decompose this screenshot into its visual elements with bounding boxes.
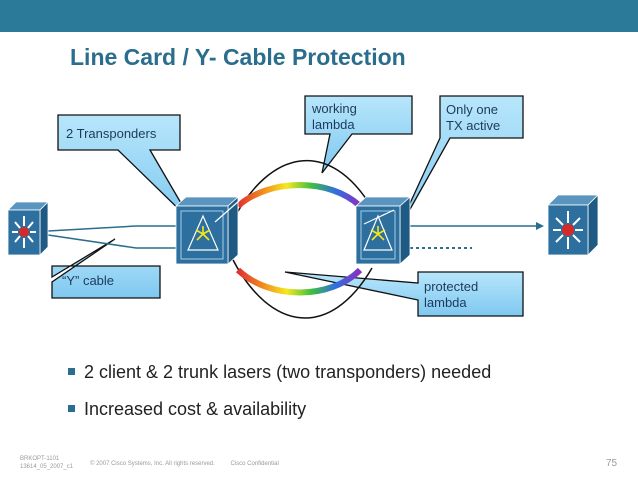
page-number: 75 bbox=[606, 458, 618, 469]
bullet-text: 2 client & 2 trunk lasers (two transpond… bbox=[84, 362, 492, 382]
left-transponder-icon bbox=[174, 196, 241, 265]
callout-y-cable-label: “Y” cable bbox=[62, 273, 115, 288]
bullet-square-icon bbox=[68, 404, 75, 412]
bullet-item: 2 client & 2 trunk lasers (two transpond… bbox=[68, 362, 491, 383]
callout-only-one-tx bbox=[394, 95, 524, 237]
client-links-right bbox=[404, 222, 544, 249]
only-one-tx-line-1: Only one bbox=[446, 102, 499, 117]
working-lambda-line-2: lambda bbox=[312, 117, 355, 132]
footer-confidential: Cisco Confidential bbox=[230, 461, 279, 467]
callout-transponders-label: 2 Transponders bbox=[66, 126, 157, 141]
lambda-arcs bbox=[231, 159, 373, 319]
callout-protected-lambda bbox=[284, 271, 524, 317]
working-lambda-line-1: working bbox=[312, 101, 357, 116]
callout-working-lambda-label: working lambda bbox=[312, 101, 357, 133]
callout-transponders bbox=[57, 114, 193, 223]
bullet-item: Increased cost & availability bbox=[68, 399, 306, 420]
only-one-tx-line-2: TX active bbox=[446, 118, 501, 133]
footer-copyright: © 2007 Cisco Systems, Inc. All rights re… bbox=[90, 461, 215, 467]
header-bar bbox=[0, 0, 638, 32]
footer-course-code: BRKOPT-1101 bbox=[20, 456, 60, 462]
footer-course-version: 13614_05_2007_c1 bbox=[20, 464, 74, 470]
bullet-square-icon bbox=[68, 367, 75, 375]
right-transponder-icon bbox=[354, 196, 412, 265]
working-lambda-arc bbox=[236, 182, 363, 209]
callout-protected-lambda-label: protected lambda bbox=[424, 279, 478, 311]
left-switch-icon bbox=[7, 201, 49, 256]
protected-lambda-arc bbox=[235, 267, 363, 296]
footer-course-id: BRKOPT-1101 13614_05_2007_c1 bbox=[20, 455, 73, 471]
protected-lambda-line-1: protected bbox=[424, 279, 479, 294]
bullet-text: Increased cost & availability bbox=[84, 399, 307, 419]
slide-title: Line Card / Y- Cable Protection bbox=[70, 44, 406, 70]
callout-only-one-tx-label: Only one TX active bbox=[446, 102, 500, 134]
callout-working-lambda bbox=[304, 95, 413, 174]
y-cable-links bbox=[47, 222, 184, 252]
right-switch-icon bbox=[547, 194, 599, 256]
footer-legal: © 2007 Cisco Systems, Inc. All rights re… bbox=[90, 461, 293, 467]
protected-lambda-line-2: lambda bbox=[424, 295, 467, 310]
callout-y-cable bbox=[51, 238, 161, 299]
